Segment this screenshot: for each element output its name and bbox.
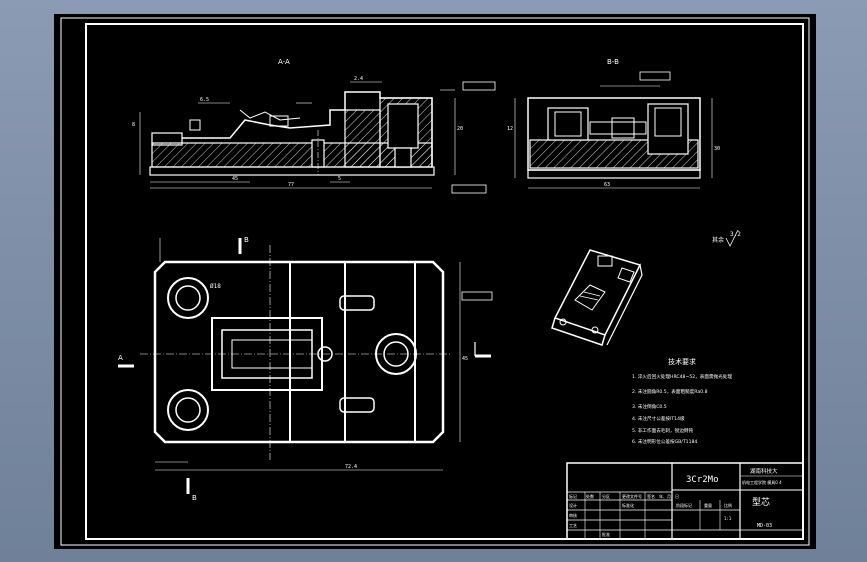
tech-item-4: 4. 未注尺寸公差按IT14级 bbox=[632, 415, 685, 422]
svg-text:63: 63 bbox=[604, 182, 610, 188]
svg-text:分区: 分区 bbox=[602, 493, 610, 499]
svg-text:B: B bbox=[192, 494, 197, 502]
svg-text:72.4: 72.4 bbox=[345, 464, 357, 470]
svg-text:20: 20 bbox=[457, 126, 463, 132]
svg-text:5: 5 bbox=[338, 176, 341, 182]
svg-text:45: 45 bbox=[232, 176, 238, 182]
svg-text:更改文件号: 更改文件号 bbox=[622, 493, 642, 499]
part-name: 型芯 bbox=[752, 496, 770, 508]
tech-item-1: 1. 淬火后回火处理HRC48~52，表面需抛光处理 bbox=[632, 373, 732, 380]
technical-requirements: 技术要求 1. 淬火后回火处理HRC48~52，表面需抛光处理 2. 未注圆角R… bbox=[632, 357, 732, 445]
section-b-b-view: B-B 63 12 30 bbox=[507, 58, 720, 189]
isometric-view bbox=[551, 249, 643, 346]
school-line-2: 机电工程学院 模具0 4 bbox=[742, 479, 782, 485]
tech-item-5: 5. 非工作面去毛刺，锐边倒钝 bbox=[632, 427, 693, 434]
svg-text:批准: 批准 bbox=[602, 531, 610, 537]
svg-text:6.5: 6.5 bbox=[200, 97, 209, 103]
svg-text:阶段标记: 阶段标记 bbox=[676, 502, 692, 508]
svg-text:比例: 比例 bbox=[724, 502, 732, 508]
svg-text:Ø18: Ø18 bbox=[210, 283, 221, 290]
roughness-note: 其余 3.2 bbox=[712, 229, 741, 247]
tech-title: 技术要求 bbox=[668, 357, 696, 366]
drawing-sheet bbox=[54, 14, 816, 549]
tech-item-6: 6. 未注明形位公差按GB/T1184 bbox=[632, 438, 697, 445]
section-a-label: A-A bbox=[278, 58, 290, 66]
top-view: Ø18 72.4 45 B B A bbox=[118, 236, 493, 502]
school-line-1: 湖南科技大 bbox=[750, 467, 778, 475]
svg-text:8: 8 bbox=[132, 122, 135, 128]
section-b-label: B-B bbox=[607, 58, 619, 66]
svg-text:77: 77 bbox=[288, 182, 294, 188]
svg-text:设计: 设计 bbox=[569, 502, 577, 508]
svg-text:45: 45 bbox=[462, 356, 468, 362]
svg-text:30: 30 bbox=[714, 146, 720, 152]
svg-text:处数: 处数 bbox=[586, 493, 594, 499]
tech-item-3: 3. 未注倒角C0.5 bbox=[632, 403, 667, 410]
svg-text:12: 12 bbox=[507, 126, 513, 132]
section-a-a-view: A-A 77 45 5 8 20 6.5 2.4 bbox=[132, 58, 496, 194]
svg-text:年、月、日: 年、月、日 bbox=[659, 493, 679, 499]
svg-text:其余: 其余 bbox=[712, 236, 724, 244]
svg-text:2.4: 2.4 bbox=[354, 76, 363, 82]
inner-frame bbox=[85, 23, 804, 540]
svg-text:审核: 审核 bbox=[569, 512, 577, 518]
svg-text:A: A bbox=[118, 354, 123, 362]
svg-text:工艺: 工艺 bbox=[569, 523, 577, 528]
title-block: 3Cr2Mo 湖南科技大 机电工程学院 模具0 4 型芯 MD-03 标记 处数… bbox=[566, 462, 804, 540]
svg-text:重量: 重量 bbox=[704, 502, 712, 508]
drawing-number: MD-03 bbox=[757, 523, 772, 529]
tech-item-2: 2. 未注圆角R0.5，表面粗糙度Ra0.8 bbox=[632, 388, 708, 395]
material-text: 3Cr2Mo bbox=[686, 475, 719, 485]
svg-text:1:1: 1:1 bbox=[724, 516, 732, 521]
svg-text:B: B bbox=[244, 236, 249, 244]
svg-text:标准化: 标准化 bbox=[622, 502, 634, 508]
outer-frame bbox=[60, 17, 810, 546]
svg-text:标记: 标记 bbox=[569, 493, 577, 499]
svg-text:签名: 签名 bbox=[647, 493, 655, 499]
